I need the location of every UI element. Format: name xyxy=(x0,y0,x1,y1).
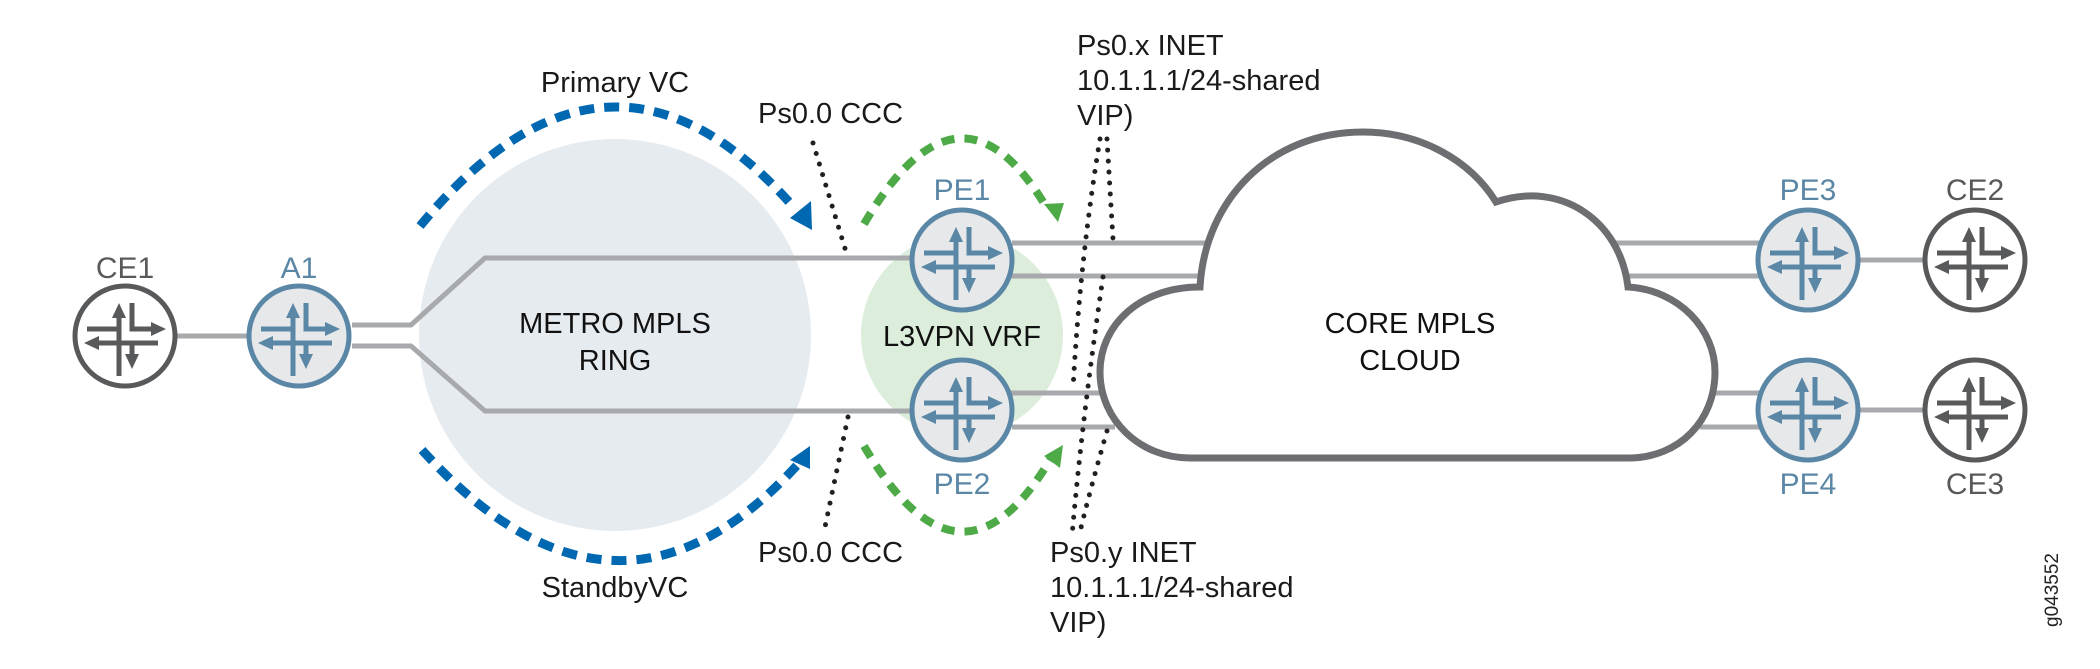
router-pe4[interactable] xyxy=(1755,357,1861,463)
pointer-ccc-bottom xyxy=(822,414,851,530)
standby-vc-arrowhead-icon xyxy=(790,446,810,469)
figure-id: g043552 xyxy=(2042,553,2063,627)
link-a1-pe2 xyxy=(352,343,910,414)
pointer-psy-to-pe1 xyxy=(1069,274,1106,539)
router-a1[interactable] xyxy=(246,283,352,389)
node-label-pe2: PE2 xyxy=(934,468,991,501)
ps-x-label-line2: 10.1.1.1/24-shared xyxy=(1077,65,1320,97)
metro-mpls-ring-region xyxy=(419,139,811,531)
standby-vc-label: StandbyVC xyxy=(542,572,689,604)
ps-x-label-line1: Ps0.x INET xyxy=(1077,30,1224,62)
link-a1-pe1 xyxy=(352,255,910,328)
node-label-pe4: PE4 xyxy=(1780,468,1837,501)
node-label-pe3: PE3 xyxy=(1780,174,1837,207)
core-region-label-line1: CORE MPLS xyxy=(1325,308,1496,340)
pointer-psx-to-pe1 xyxy=(1104,136,1116,242)
router-ce1[interactable] xyxy=(72,283,178,389)
ps-y-label-line3: VIP) xyxy=(1050,607,1106,639)
core-region-label-line2: CLOUD xyxy=(1359,345,1461,377)
vrf-arrowhead-bottom-icon xyxy=(1044,445,1063,468)
primary-vc-arrowhead-icon xyxy=(790,201,812,230)
vrf-region-label: L3VPN VRF xyxy=(883,321,1041,353)
pointer-ccc-top xyxy=(810,140,850,258)
primary-vc-label: Primary VC xyxy=(541,67,689,99)
router-pe3[interactable] xyxy=(1755,207,1861,313)
metro-region-label-line1: METRO MPLS xyxy=(519,308,711,340)
ps-ccc-top-label: Ps0.0 CCC xyxy=(758,98,903,130)
core-mpls-cloud xyxy=(1096,128,1719,462)
node-label-ce1: CE1 xyxy=(96,252,154,285)
ps-y-label-line2: 10.1.1.1/24-shared xyxy=(1050,572,1293,604)
node-label-ce3: CE3 xyxy=(1946,468,2004,501)
ps-y-label-line1: Ps0.y INET xyxy=(1050,537,1197,569)
primary-vc-arrow xyxy=(416,102,794,229)
router-pe2[interactable] xyxy=(909,357,1015,463)
router-pe1[interactable] xyxy=(909,207,1015,313)
pointer-psx-to-pe2 xyxy=(1070,136,1103,392)
pointer-psy-to-pe2 xyxy=(1076,428,1110,539)
router-ce3[interactable] xyxy=(1922,357,2028,463)
node-label-pe1: PE1 xyxy=(934,174,991,207)
ps-ccc-bottom-label: Ps0.0 CCC xyxy=(758,537,903,569)
standby-vc-arrow xyxy=(418,446,804,566)
vrf-arrowhead-top-icon xyxy=(1044,203,1064,222)
vrf-arrow-top xyxy=(860,134,1052,227)
router-ce2[interactable] xyxy=(1922,207,2028,313)
vrf-arrow-bottom xyxy=(860,443,1054,536)
ps-x-label-line3: VIP) xyxy=(1077,100,1133,132)
node-label-ce2: CE2 xyxy=(1946,174,2004,207)
metro-region-label-line2: RING xyxy=(579,345,652,377)
node-label-a1: A1 xyxy=(281,252,318,285)
l3vpn-vrf-region xyxy=(861,234,1063,436)
